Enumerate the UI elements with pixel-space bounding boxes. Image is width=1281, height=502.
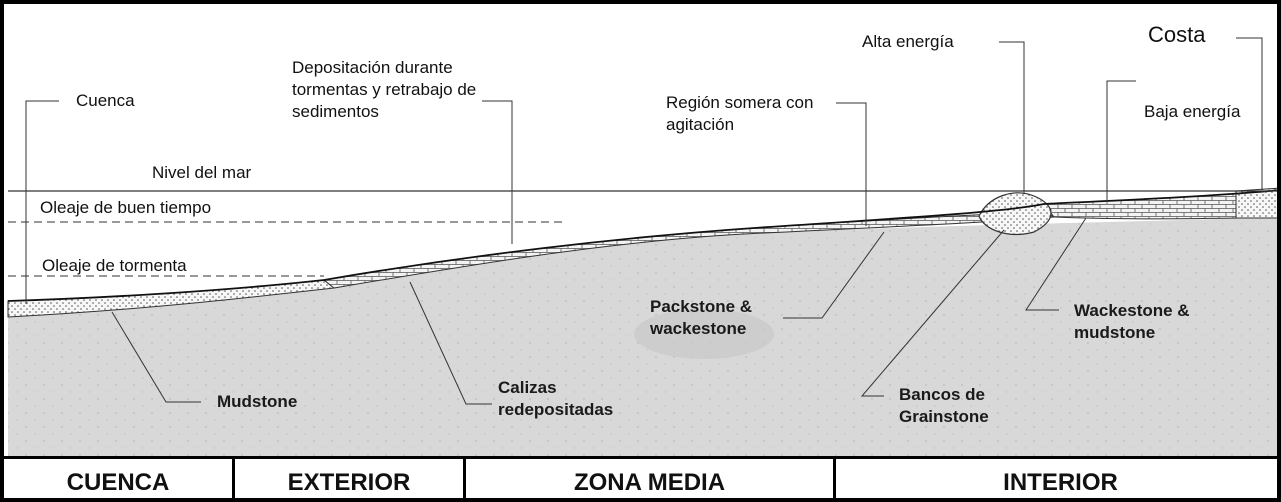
baja-energia-leader bbox=[1106, 80, 1136, 202]
costa-leader bbox=[1236, 37, 1263, 190]
zone-interior: INTERIOR bbox=[833, 459, 1277, 498]
alta-energia-label: Alta energía bbox=[862, 32, 954, 51]
zone-media: ZONA MEDIA bbox=[463, 459, 833, 498]
costa-label: Costa bbox=[1148, 22, 1206, 47]
wackestone-leader bbox=[1025, 217, 1087, 311]
calizas-leader bbox=[409, 281, 492, 405]
ramp-top-line bbox=[7, 189, 1277, 302]
calizas-label: Calizas redepositadas bbox=[498, 378, 614, 419]
depositacion-label: Depositación durante tormentas y retraba… bbox=[292, 58, 477, 121]
beach-sand bbox=[1235, 187, 1277, 219]
bancos-leader bbox=[860, 229, 1005, 397]
nivel-mar-label: Nivel del mar bbox=[152, 163, 252, 182]
oleaje-buen-tiempo-label: Oleaje de buen tiempo bbox=[40, 198, 212, 217]
packstone-label: Packstone & wackestone bbox=[650, 297, 753, 338]
baja-energia-label: Baja energía bbox=[1144, 102, 1241, 121]
oleaje-tormenta-label: Oleaje de tormenta bbox=[42, 256, 187, 275]
wackestone-label: Wackestone & mudstone bbox=[1074, 301, 1190, 342]
zone-bar: CUENCA EXTERIOR ZONA MEDIA INTERIOR bbox=[4, 459, 1277, 498]
region-somera-label: Región somera con agitación bbox=[666, 93, 814, 134]
alta-energia-leader bbox=[999, 41, 1025, 194]
depositacion-leader bbox=[482, 100, 513, 244]
grainstone-shoal bbox=[978, 192, 1052, 236]
region-somera-leader bbox=[836, 102, 867, 226]
cuenca-label: Cuenca bbox=[76, 91, 135, 110]
mudstone-leader bbox=[111, 311, 201, 403]
substrate-shading bbox=[634, 309, 774, 359]
carbonate-platform-diagram bbox=[7, 37, 1277, 459]
mudstone-label: Mudstone bbox=[217, 392, 298, 411]
cuenca-leader bbox=[25, 100, 59, 304]
zone-bar-divider bbox=[4, 456, 1277, 459]
zone-cuenca: CUENCA bbox=[66, 468, 170, 496]
bancos-label: Bancos de Grainstone bbox=[899, 385, 989, 426]
zone-exterior: EXTERIOR bbox=[232, 459, 463, 498]
packstone-leader bbox=[783, 231, 885, 319]
